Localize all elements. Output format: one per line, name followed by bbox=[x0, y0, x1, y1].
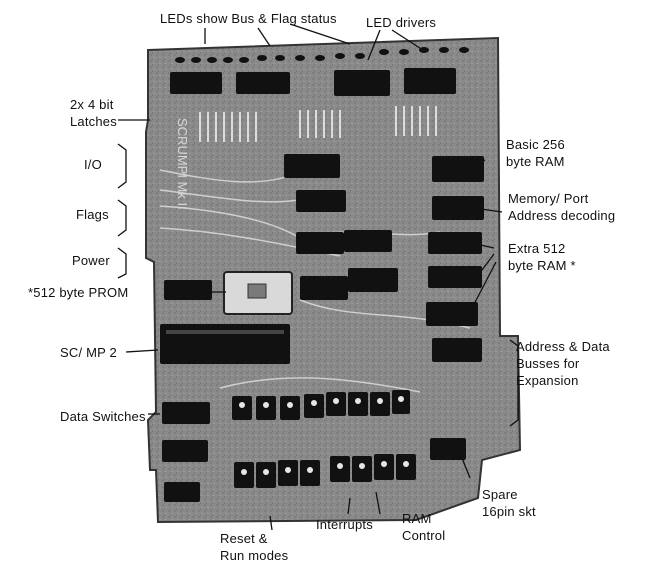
data-switches-label: Data Switches bbox=[60, 409, 146, 424]
interrupts-label: Interrupts bbox=[316, 517, 373, 532]
cpu-chip bbox=[160, 324, 290, 364]
resistor-traces bbox=[199, 106, 437, 142]
ram-control-label: RAM Control bbox=[402, 511, 446, 543]
prom-chip bbox=[223, 271, 293, 315]
extra-ram-label: Extra 512 byte RAM * bbox=[508, 241, 576, 273]
flags-label: Flags bbox=[76, 207, 109, 222]
leader-lines bbox=[117, 23, 519, 531]
busses-label: Address & Data Busses for Expansion bbox=[516, 339, 610, 388]
latches-label: 2x 4 bit Latches bbox=[70, 97, 117, 129]
top-chips bbox=[170, 68, 456, 96]
middle-chips bbox=[284, 154, 398, 300]
led-drivers-label: LED drivers bbox=[366, 15, 437, 30]
io-label: I/O bbox=[84, 157, 102, 172]
spare-socket bbox=[430, 438, 466, 460]
reset-label: Reset & Run modes bbox=[220, 531, 289, 563]
ram-chips bbox=[426, 156, 484, 362]
prom-label: *512 byte PROM bbox=[28, 285, 129, 300]
basic-ram-label: Basic 256 byte RAM bbox=[506, 137, 565, 169]
power-label: Power bbox=[72, 253, 110, 268]
scmp-label: SC/ MP 2 bbox=[60, 345, 117, 360]
data-switches bbox=[232, 390, 410, 420]
memory-decode-label: Memory/ Port Address decoding bbox=[508, 191, 616, 223]
leds-label: LEDs show Bus & Flag status bbox=[160, 11, 337, 26]
spare-socket-label: Spare 16pin skt bbox=[482, 487, 536, 519]
board-silkscreen: SCRUMPI Mk II bbox=[175, 118, 190, 210]
